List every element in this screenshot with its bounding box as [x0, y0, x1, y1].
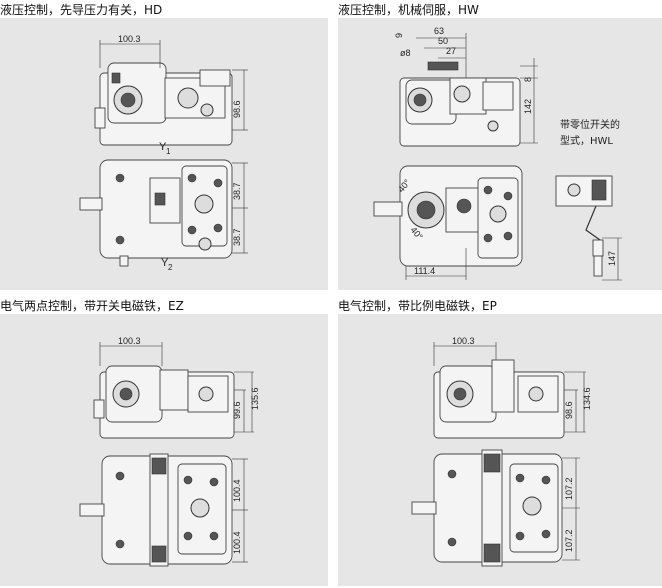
hw-dim-147: 147 [607, 251, 617, 266]
hd-top-view [94, 62, 233, 146]
hw-dim-50: 50 [438, 36, 448, 46]
hw-note-line2: 型式，HWL [560, 134, 613, 147]
hd-drawing: 100.3 98.6 Y 1 Y 2 38.7 [79, 34, 248, 272]
ep-top-view [433, 359, 565, 439]
ep-dim-h2: 134.6 [582, 387, 592, 410]
ep-dim-h1: 98.6 [564, 401, 574, 419]
ep-dim-lower: 107.2 [564, 529, 574, 552]
panel-ez: 100.3 99.6 135.6 [0, 314, 328, 586]
hw-dim-phi8: ø8 [400, 48, 411, 58]
hw-top-view [399, 61, 521, 147]
panel-title-ez: 电气两点控制，带开关电磁铁，EZ [0, 299, 184, 313]
panel-title-hd: 液压控制，先导压力有关，HD [0, 3, 163, 17]
ep-dim-upper: 107.2 [564, 477, 574, 500]
ez-dim-lower: 100.4 [232, 531, 242, 554]
hd-label-y1-sub: 1 [166, 147, 171, 156]
panel-title-ep: 电气控制，带比例电磁铁，EP [338, 299, 497, 313]
ez-dim-h1: 99.6 [232, 401, 242, 419]
panel-hd: 100.3 98.6 Y 1 Y 2 38.7 [0, 18, 328, 290]
hd-label-y2-sub: 2 [168, 263, 173, 272]
ez-dim-h2: 135.6 [250, 387, 260, 410]
hd-label-y2: Y [161, 257, 169, 269]
hd-dim-height: 98.6 [232, 100, 242, 118]
hd-label-y1: Y [159, 141, 167, 153]
ep-front-view [411, 449, 563, 567]
hw-drawing: 9 63 50 27 ø8 8 142 带零位开关的 型式，HWL [373, 26, 622, 281]
hd-dim-width: 100.3 [118, 34, 141, 44]
ez-top-view [93, 365, 235, 439]
ep-dim-width: 100.3 [452, 336, 475, 346]
hd-dim-lower: 38.7 [232, 228, 242, 246]
hw-note-line1: 带零位开关的 [560, 118, 620, 131]
hd-front-view [79, 159, 233, 267]
ez-dim-upper: 100.4 [232, 479, 242, 502]
ez-front-view [79, 453, 233, 567]
hw-dim-27: 27 [446, 46, 456, 56]
hwl-attachment [555, 175, 613, 277]
hw-dim-9: 9 [394, 33, 404, 38]
ez-drawing: 100.3 99.6 135.6 [79, 336, 260, 567]
hw-front-view [373, 165, 523, 267]
hw-dim-111: 111.4 [414, 266, 435, 276]
panel-hw: 9 63 50 27 ø8 8 142 带零位开关的 型式，HWL [338, 18, 662, 290]
ez-dim-width: 100.3 [118, 336, 141, 346]
hw-dim-142: 142 [523, 99, 533, 114]
hd-dim-upper: 38.7 [232, 182, 242, 200]
hw-dim-8: 8 [523, 77, 533, 82]
panel-ep: 100.3 98.6 134.6 [338, 314, 662, 586]
ep-drawing: 100.3 98.6 134.6 [411, 336, 592, 567]
panel-title-hw: 液压控制，机械伺服，HW [338, 3, 479, 17]
hw-dim-63: 63 [434, 26, 444, 36]
